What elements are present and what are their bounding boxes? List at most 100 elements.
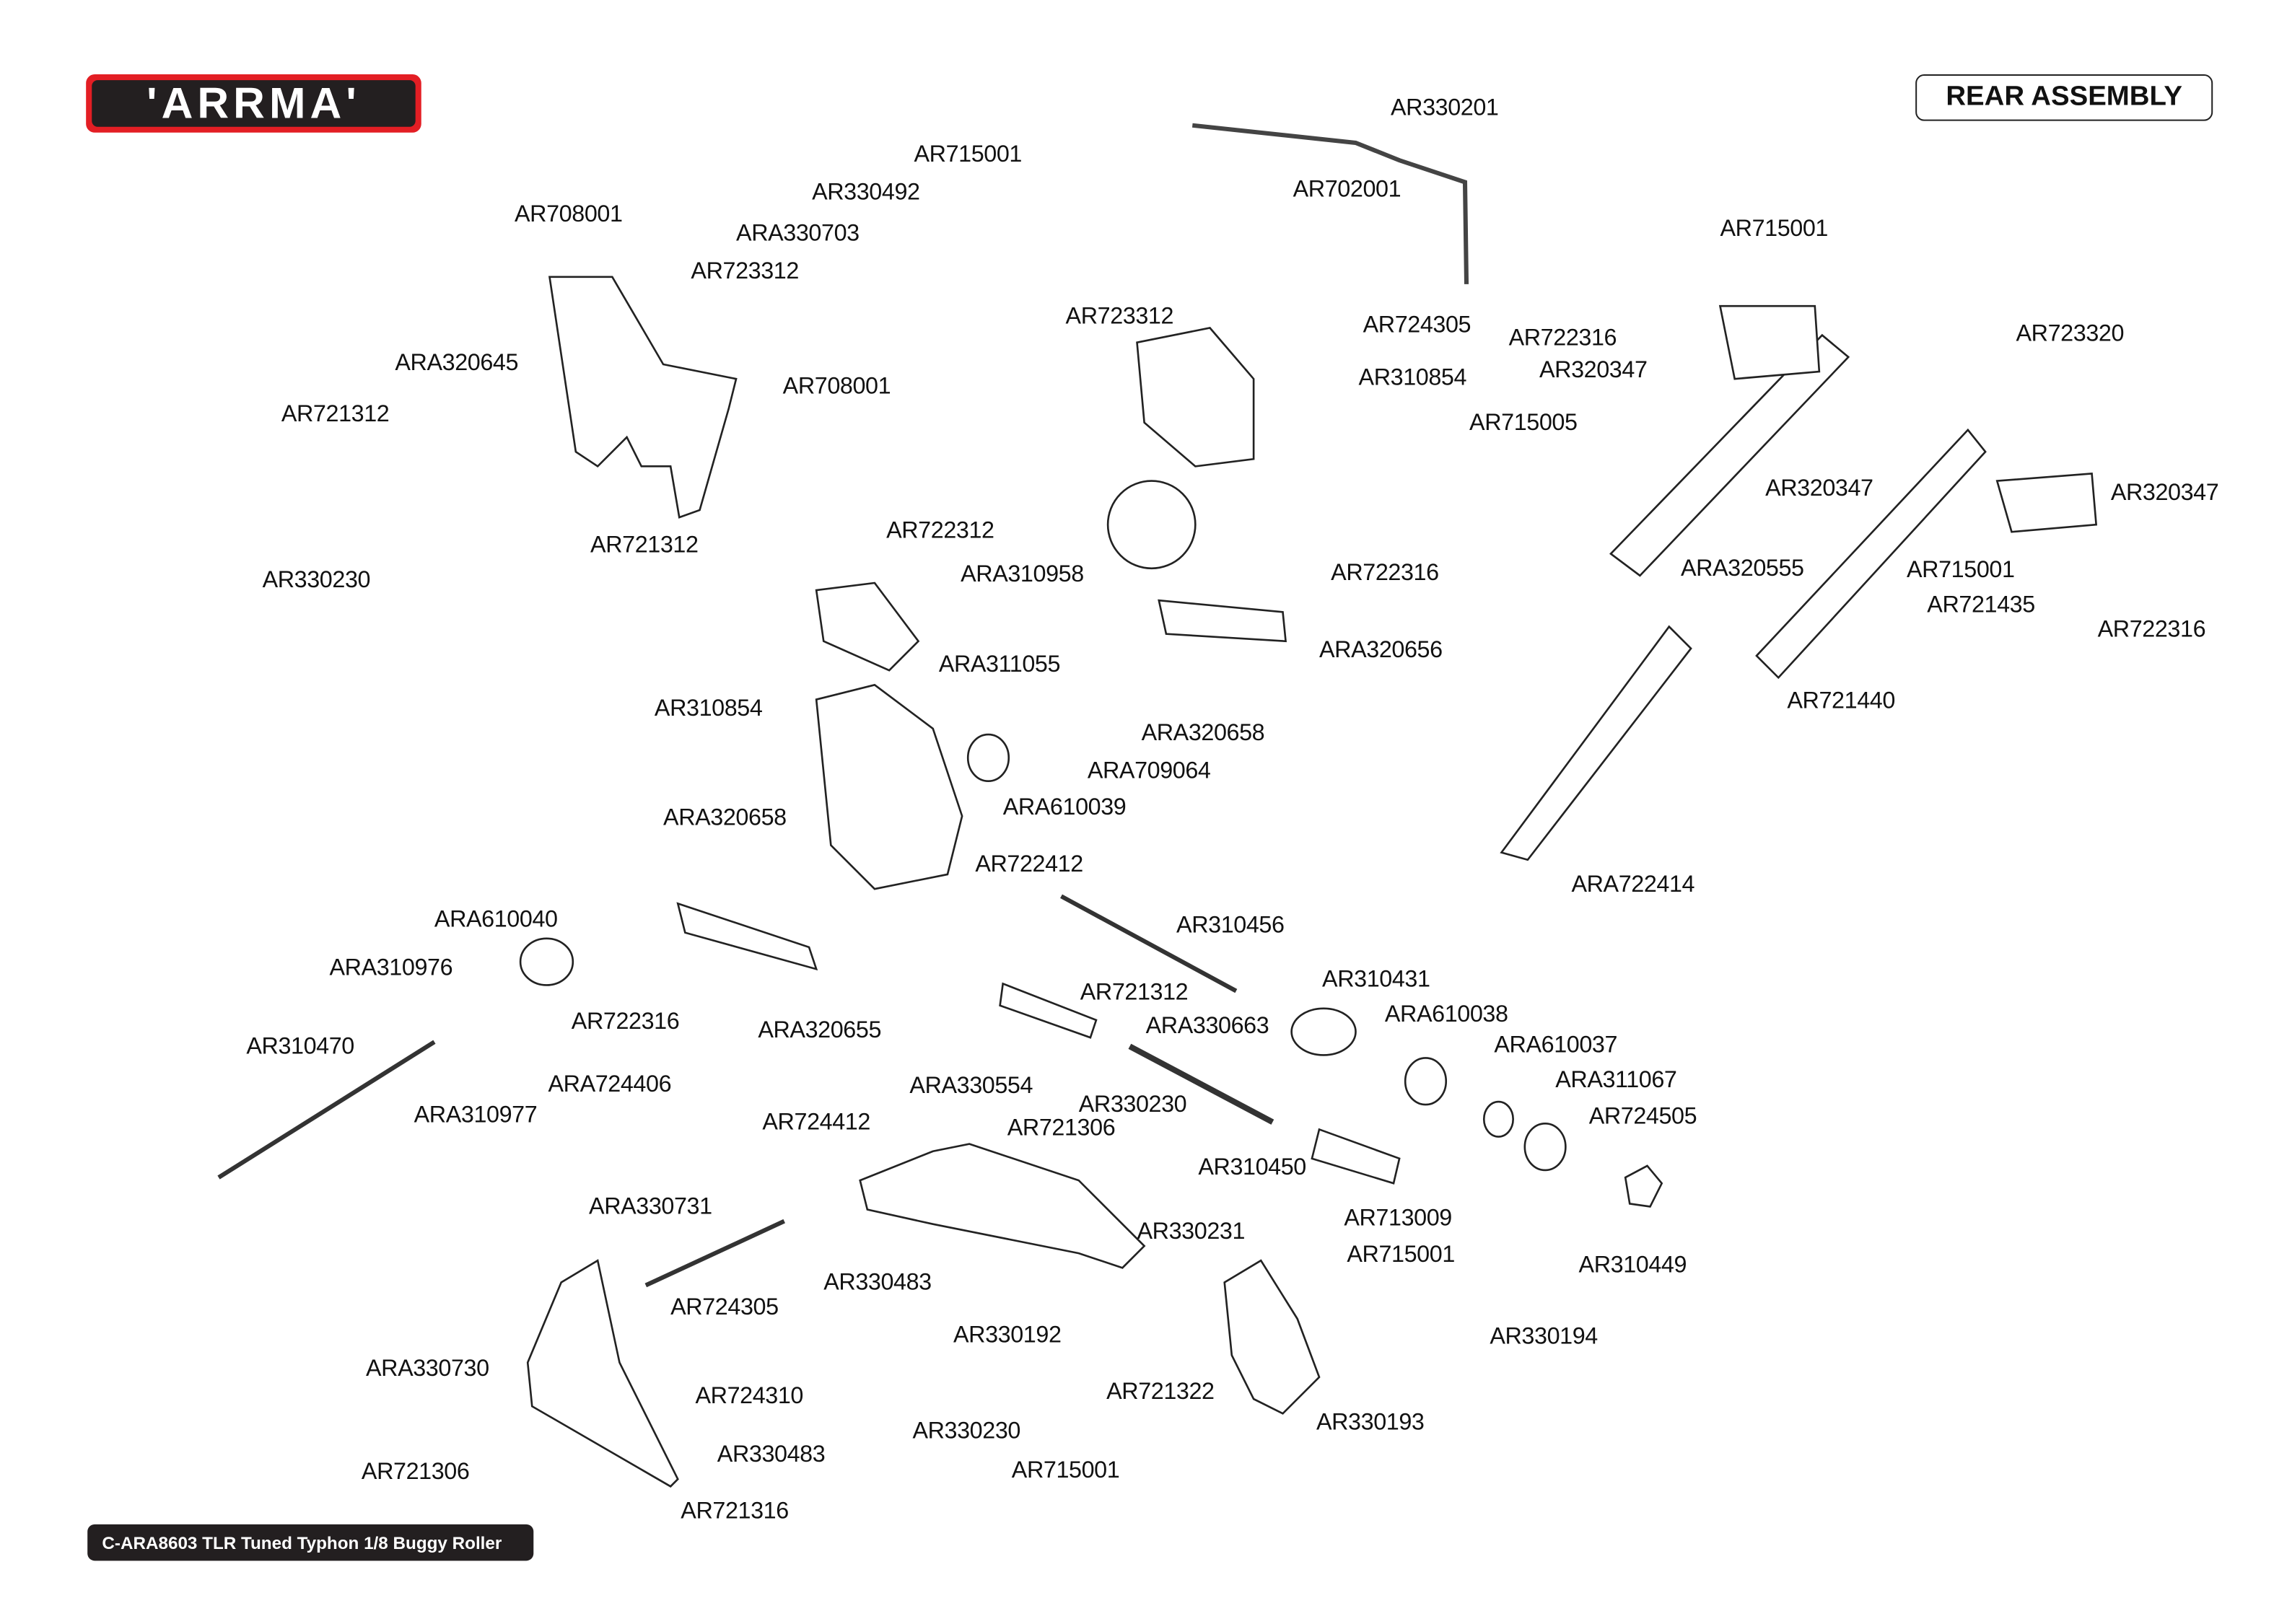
drive-cup	[519, 937, 574, 986]
part-number-label: AR715001	[1347, 1242, 1455, 1268]
part-number-label: ARA310977	[414, 1103, 538, 1128]
part-number-label: AR724505	[1588, 1105, 1697, 1130]
hinge-pin	[644, 1219, 785, 1288]
part-number-label: ARA330554	[909, 1074, 1033, 1100]
part-number-label: ARA311067	[1555, 1068, 1677, 1093]
mud-guard	[526, 1259, 679, 1488]
part-number-label: ARA320655	[758, 1018, 882, 1044]
shock-tower-brace	[1718, 304, 1821, 380]
part-number-label: ARA709064	[1087, 759, 1211, 784]
part-number-label: AR330230	[262, 568, 371, 594]
upper-link	[1609, 333, 1850, 577]
part-number-label: AR722412	[975, 852, 1083, 877]
svg-text:'ARRMA': 'ARRMA'	[147, 79, 361, 128]
bearing-large	[1404, 1057, 1448, 1106]
axle	[1060, 894, 1238, 993]
arrma-logo: 'ARRMA'	[86, 74, 421, 133]
brace-arm-right	[1995, 473, 2098, 533]
hub-carrier	[1223, 1259, 1321, 1415]
part-number-label: ARA722414	[1571, 872, 1695, 898]
hinge-pin-brace	[815, 581, 920, 672]
part-number-label: AR702001	[1293, 177, 1401, 203]
wheel-nut	[1624, 1164, 1663, 1208]
part-number-label: AR715001	[914, 142, 1023, 168]
part-number-label: AR330201	[1390, 96, 1499, 121]
wing-strut	[1500, 625, 1692, 861]
driveshaft	[217, 1040, 436, 1180]
part-number-label: AR715001	[1720, 216, 1829, 242]
outdrive	[1290, 1007, 1357, 1056]
part-number-label: AR330483	[717, 1442, 826, 1468]
part-number-label: AR715005	[1469, 411, 1578, 436]
part-number-label: AR708001	[515, 202, 623, 228]
part-number-label: AR721312	[281, 402, 390, 427]
part-number-label: AR330230	[1078, 1092, 1187, 1118]
bearing-diff	[966, 733, 1010, 782]
part-number-label: AR330483	[823, 1270, 932, 1296]
turnbuckle	[1128, 1043, 1274, 1125]
diff-case	[1136, 327, 1255, 468]
part-number-label: AR721306	[361, 1460, 470, 1485]
part-number-label: AR330231	[1137, 1219, 1246, 1245]
toe-block-front	[676, 902, 818, 971]
part-number-label: AR721312	[590, 533, 699, 558]
part-number-label: AR310456	[1176, 913, 1285, 939]
part-number-label: ARA320656	[1319, 638, 1443, 664]
camber-link	[999, 982, 1098, 1039]
part-number-label: AR721440	[1787, 689, 1895, 714]
part-number-label: AR320347	[1539, 358, 1648, 384]
sway-bar	[1191, 123, 1469, 284]
part-number-label: ARA330663	[1145, 1014, 1269, 1040]
part-number-label: AR330492	[812, 180, 920, 206]
part-number-label: AR724305	[670, 1295, 779, 1321]
part-number-label: AR722312	[886, 519, 994, 544]
hub	[1523, 1123, 1567, 1172]
part-number-label: ARA330731	[589, 1195, 712, 1220]
section-title: REAR ASSEMBLY	[1915, 74, 2213, 121]
part-number-label: AR310854	[654, 696, 763, 721]
diff-gear	[1106, 480, 1197, 570]
part-number-label: AR723320	[2016, 322, 2125, 347]
lower-arm	[859, 1143, 1146, 1269]
part-number-label: AR724412	[762, 1110, 870, 1136]
part-number-label: AR708001	[782, 374, 891, 400]
part-number-label: AR310449	[1578, 1253, 1687, 1278]
part-number-label: ARA311055	[938, 652, 1061, 678]
camber-link-mount	[1158, 599, 1287, 643]
part-number-label: ARA330730	[365, 1356, 489, 1382]
part-number-label: AR330230	[912, 1419, 1020, 1444]
part-number-label: AR724305	[1363, 313, 1471, 338]
part-number-label: AR310450	[1198, 1155, 1306, 1181]
part-number-label: ARA310958	[961, 562, 1084, 588]
part-number-label: AR320347	[2110, 480, 2219, 506]
part-number-label: AR330194	[1490, 1325, 1598, 1350]
part-number-label: AR722316	[571, 1009, 680, 1035]
bearing	[1482, 1100, 1514, 1138]
part-number-label: AR723312	[691, 259, 799, 284]
part-number-label: AR721322	[1106, 1379, 1215, 1405]
part-number-label: ARA320555	[1680, 556, 1804, 581]
part-number-label: ARA320658	[663, 806, 787, 831]
part-number-label: AR722316	[1508, 326, 1617, 351]
diff-housing	[815, 683, 963, 890]
part-number-label: AR722316	[2097, 618, 2206, 643]
part-number-label: ARA310976	[329, 956, 453, 981]
part-number-label: AR320347	[1765, 476, 1873, 501]
part-number-label: ARA724406	[548, 1072, 672, 1097]
part-number-label: AR330192	[953, 1323, 1062, 1348]
camber-link-end	[1311, 1128, 1401, 1185]
part-number-label: AR723312	[1065, 304, 1174, 330]
part-number-label: AR722316	[1331, 561, 1439, 586]
part-number-label: AR724310	[695, 1384, 804, 1410]
part-number-label: AR330193	[1316, 1410, 1425, 1436]
part-number-label: AR721312	[1080, 980, 1189, 1006]
part-number-label: ARA610040	[434, 908, 558, 933]
part-number-label: ARA320658	[1141, 721, 1265, 747]
part-number-label: ARA330703	[736, 221, 860, 247]
part-number-label: AR721316	[681, 1499, 789, 1524]
part-number-label: AR715001	[1907, 558, 2015, 583]
part-number-label: AR721306	[1007, 1116, 1116, 1141]
upper-link-2	[1755, 428, 1987, 680]
